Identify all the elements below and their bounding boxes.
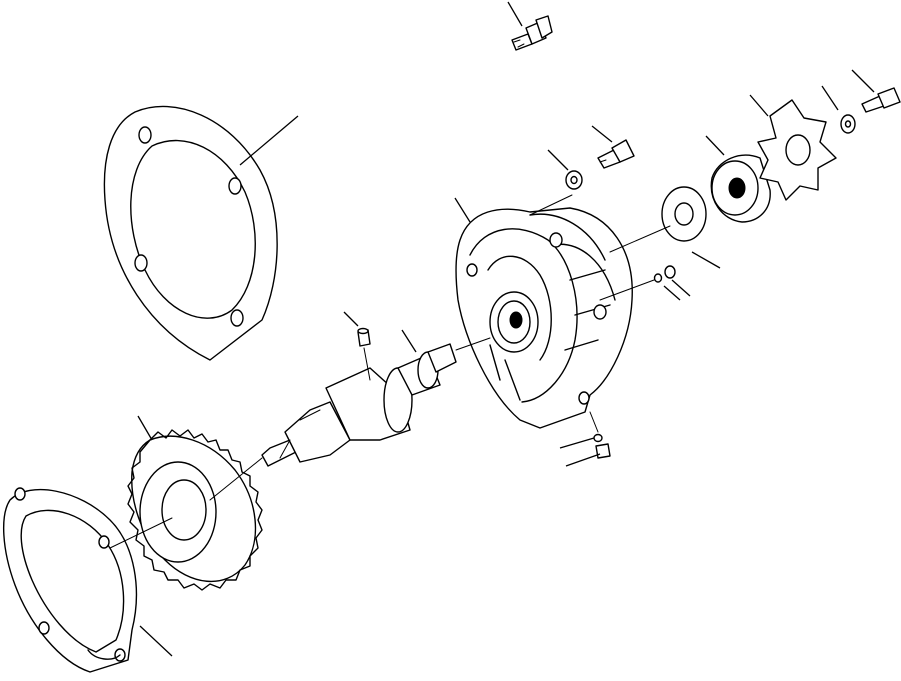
- idler-shaft: [261, 329, 491, 467]
- idler-gear: [127, 415, 263, 591]
- leader-top-bolt: [507, 1, 523, 27]
- upper-gasket: [103, 105, 299, 361]
- leader-housing: [454, 197, 471, 223]
- housing: [454, 194, 633, 429]
- leader-upper-gasket: [239, 115, 299, 166]
- small-washer-and-bolt: [821, 69, 901, 134]
- thrust-washer: [609, 186, 721, 269]
- lower-gasket: [2, 487, 173, 673]
- coupling-hub: [705, 135, 771, 223]
- dowel-pin: [343, 311, 371, 381]
- lower-plug: [559, 411, 611, 467]
- top-bolt: [507, 1, 553, 51]
- washer-and-bolt: [547, 125, 635, 190]
- plug-and-oring: [599, 265, 691, 301]
- spider-coupling: [749, 94, 837, 201]
